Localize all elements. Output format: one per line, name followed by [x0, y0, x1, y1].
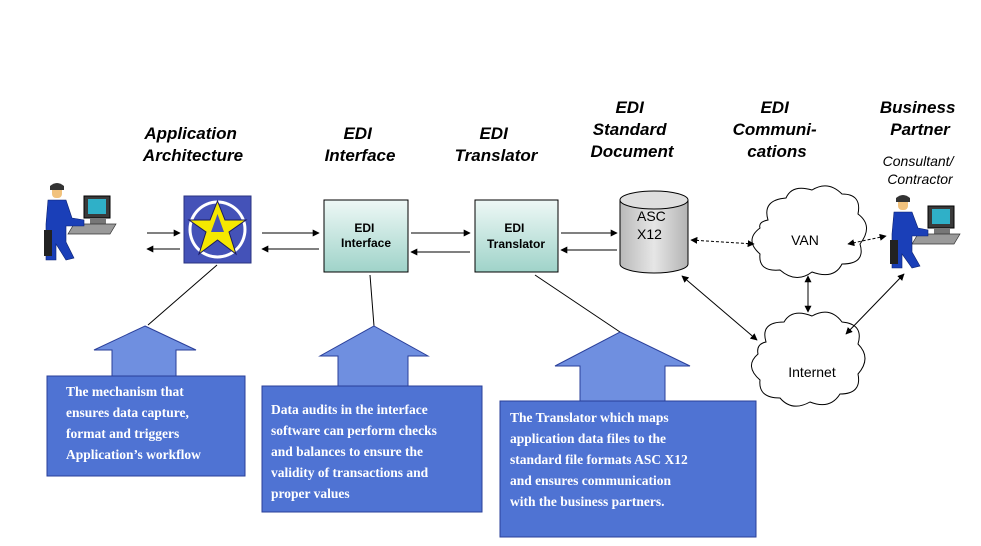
heading-edi-standard-document: EDI Standard Document — [590, 98, 674, 161]
van-cloud: VAN — [751, 185, 867, 278]
svg-text:VAN: VAN — [791, 232, 819, 248]
flow-arrows — [146, 229, 905, 341]
heading-edi-communications: EDI Communi- cations — [733, 98, 822, 161]
svg-text:The mechanism that ensur: The mechanism that ensures data capture,… — [66, 384, 201, 462]
application-logo-icon — [183, 195, 252, 264]
svg-text:EDI Translator: EDI Translator — [487, 221, 545, 251]
callout-translator: The Translator which maps application da… — [499, 331, 757, 538]
edi-interface-box: EDI Interface — [323, 199, 409, 273]
heading-edi-translator: EDI Translator — [455, 124, 539, 165]
partner-computer-user-icon — [890, 195, 961, 269]
svg-text:Data audits in the interface: Data audits in the interface software ca… — [271, 402, 440, 501]
callout-architecture: The mechanism that ensures data capture,… — [46, 325, 246, 477]
svg-text:ASC X12: ASC X12 — [637, 208, 670, 242]
callout-interface: Data audits in the interface software ca… — [261, 325, 483, 513]
svg-text:Internet: Internet — [788, 364, 836, 380]
heading-business-partner: Business Partner — [880, 98, 960, 139]
svg-text:EDI Interface: EDI Interface — [341, 221, 391, 250]
computer-user-icon — [44, 183, 117, 261]
edi-translator-box: EDI Translator — [474, 199, 559, 273]
heading-edi-interface: EDI Interface — [325, 124, 396, 165]
asc-x12-document-cylinder: ASC X12 — [619, 190, 689, 274]
heading-app-architecture: Application Architecture — [142, 124, 243, 165]
subheading-consultant-contractor: Consultant/ Contractor — [883, 153, 958, 187]
svg-text:The Translator which maps: The Translator which maps application da… — [510, 410, 691, 509]
callout-leader-lines — [147, 264, 621, 333]
internet-cloud: Internet — [751, 311, 866, 407]
